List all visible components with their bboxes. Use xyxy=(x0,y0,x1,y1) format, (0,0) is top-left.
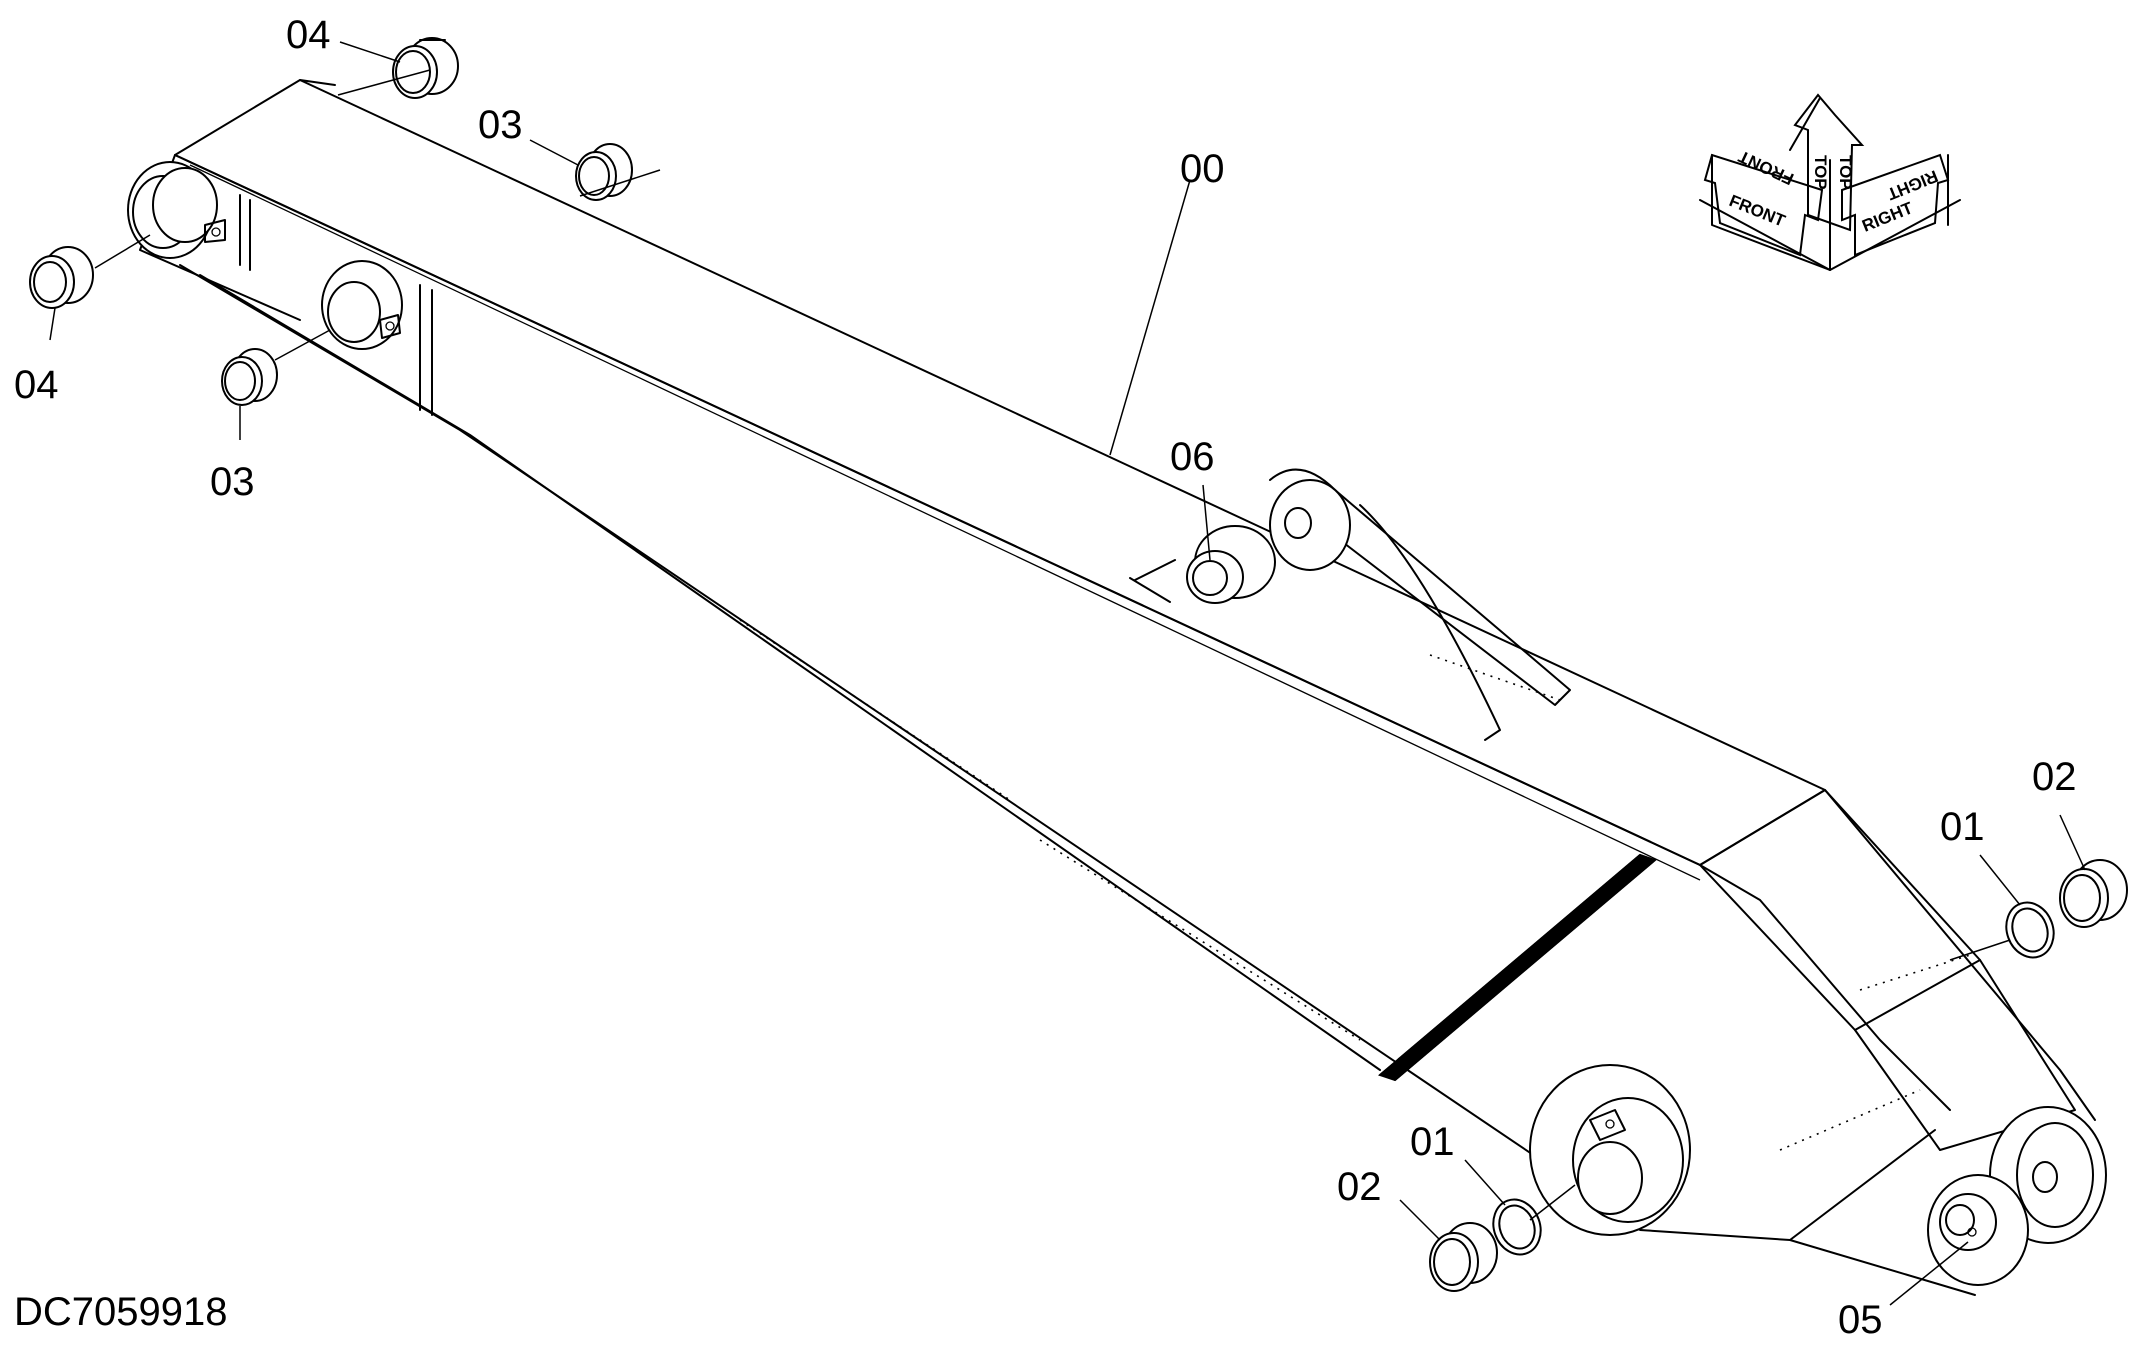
bushing-02-right xyxy=(2059,859,2128,928)
bushing-03-top xyxy=(575,143,633,201)
cylinder-pin-hub xyxy=(321,260,403,350)
top-label-mirror: TOP xyxy=(1836,155,1855,190)
callout-04-top: 04 xyxy=(286,13,331,57)
ring-01-right xyxy=(2005,901,2055,959)
callout-00: 00 xyxy=(1180,147,1225,191)
boss-06 xyxy=(1186,525,1276,604)
arm-cylinder-bracket xyxy=(1129,468,1571,741)
top-label: TOP xyxy=(1811,155,1830,190)
boss-05 xyxy=(1927,1174,2029,1286)
callout-03-left: 03 xyxy=(210,460,255,504)
foot-pin-hub xyxy=(127,161,226,259)
rear-lug-hub xyxy=(1989,1106,2107,1244)
callout-02-right: 02 xyxy=(2032,755,2077,799)
drawing-id: DC7059918 xyxy=(14,1290,228,1334)
front-label-mirror: FRONT xyxy=(1735,146,1797,188)
callout-labels: 00 01 01 02 02 03 03 04 04 05 06 xyxy=(14,13,2077,1342)
callout-04-left: 04 xyxy=(14,363,59,407)
bushing-03-left xyxy=(221,348,278,406)
callout-06: 06 xyxy=(1170,435,1215,479)
ring-01-lower xyxy=(1492,1198,1542,1256)
callout-05: 05 xyxy=(1838,1298,1883,1340)
bushing-02-lower xyxy=(1429,1222,1498,1292)
callout-01-lower: 01 xyxy=(1410,1120,1455,1164)
front-label: FRONT xyxy=(1727,191,1789,231)
leader-lines xyxy=(49,41,2086,1306)
bushing-04-left xyxy=(29,246,94,309)
orientation-indicator: FRONT FRONT TOP TOP RIGHT RIGHT xyxy=(1699,93,1961,271)
callout-03-top: 03 xyxy=(478,103,523,147)
bushing-04-top xyxy=(392,37,459,99)
boom-body xyxy=(139,79,2096,1296)
right-label: RIGHT xyxy=(1859,198,1916,236)
callout-02-lower: 02 xyxy=(1337,1165,1382,1209)
arm-foot-hub xyxy=(1529,1064,1691,1236)
callout-01-right: 01 xyxy=(1940,805,1985,849)
